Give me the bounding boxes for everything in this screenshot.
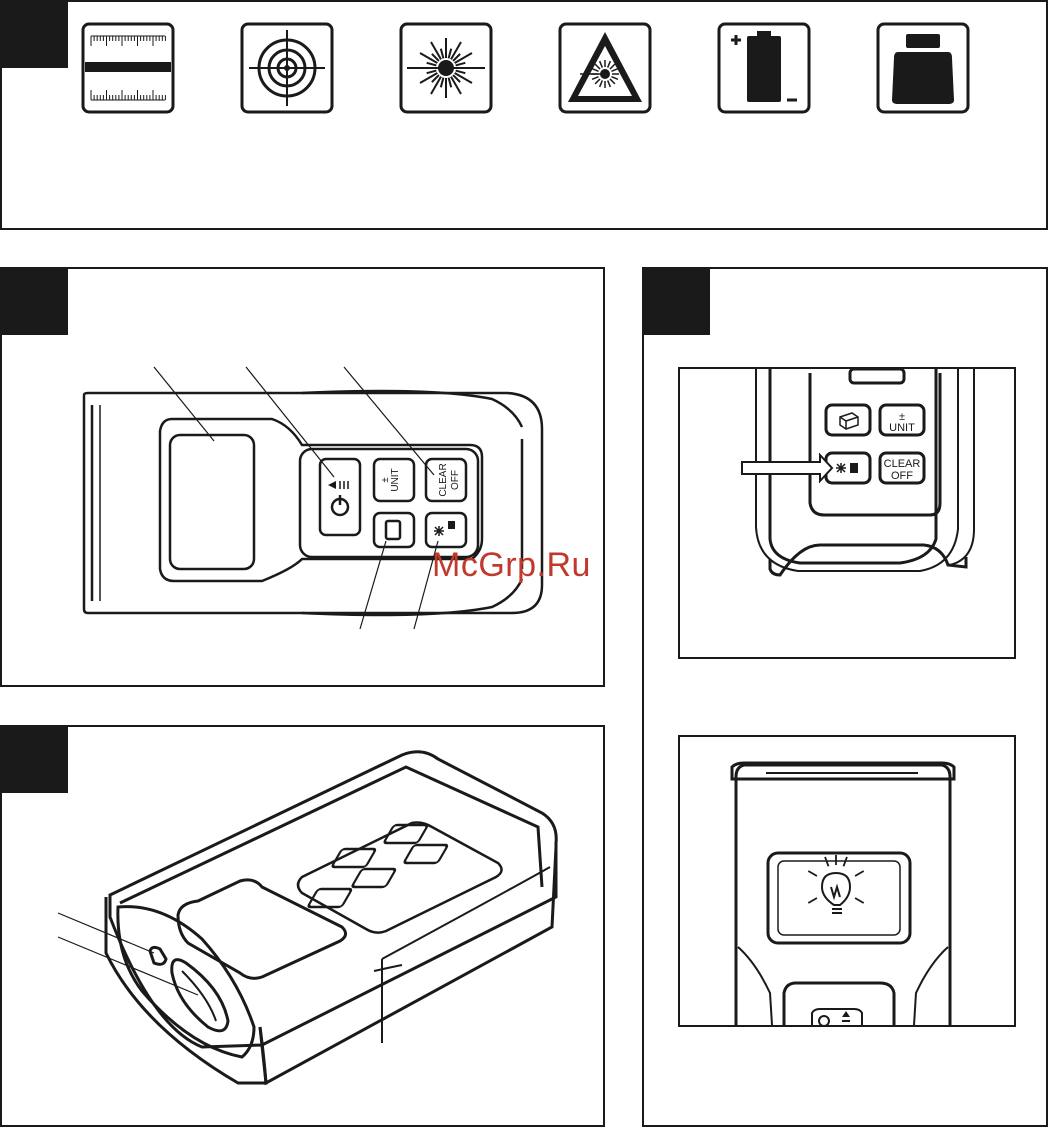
off-button-label: OFF [450, 470, 461, 490]
ruler-icon [81, 22, 175, 114]
unit-sign-label: ± [380, 477, 391, 483]
watermark-text: McGrp.Ru [432, 546, 591, 585]
panel-tab [644, 269, 710, 335]
clear-button-label: CLEAR [438, 463, 449, 496]
device-top-panel: UNIT ± CLEAR OFF [0, 267, 605, 687]
backlight-closeup [678, 735, 1016, 1027]
panel-tab [2, 2, 68, 68]
keypad-closeup-illustration: ± UNIT CLEAR OFF [680, 369, 1014, 657]
symbols-panel [0, 0, 1048, 230]
laser-burst-icon [399, 22, 493, 114]
device-top-illustration: UNIT ± CLEAR OFF [2, 269, 603, 685]
unit-button-label: UNIT [390, 468, 401, 491]
weight-icon [876, 22, 970, 114]
device-3d-panel [0, 725, 605, 1127]
backlight-closeup-illustration [680, 737, 1014, 1025]
clear-button-label: CLEAR [884, 458, 921, 470]
unit-button-label: UNIT [889, 422, 915, 434]
keypad-closeup: ± UNIT CLEAR OFF [678, 367, 1016, 659]
device-3d-illustration [2, 727, 603, 1125]
laser-warning-icon [558, 22, 652, 114]
closeup-panel: ± UNIT CLEAR OFF [642, 267, 1048, 1127]
battery-icon [717, 22, 811, 114]
off-button-label: OFF [891, 470, 913, 482]
target-icon [240, 22, 334, 114]
